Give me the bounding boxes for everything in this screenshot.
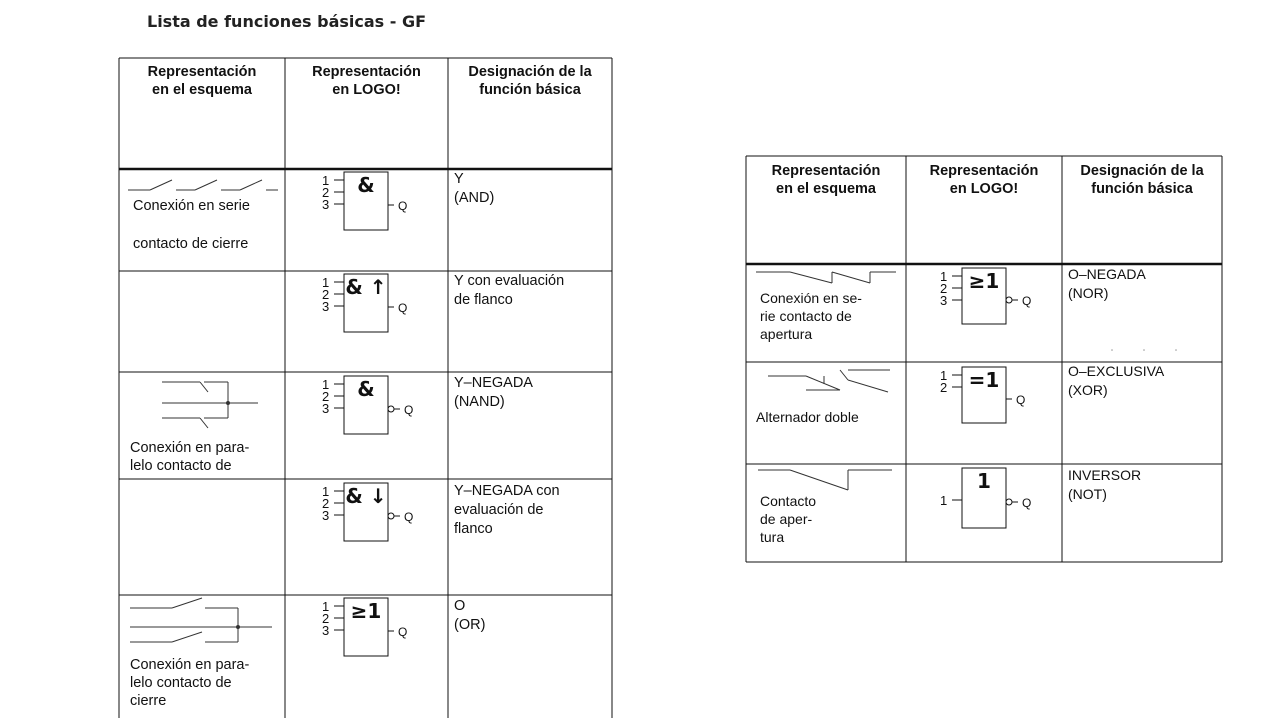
break-contact-schematic bbox=[758, 469, 892, 491]
t2-row2-input-label: 2 bbox=[940, 380, 947, 395]
t2-row3-block-body bbox=[961, 467, 1007, 529]
t1-row5-symbol: ≥1 bbox=[351, 599, 382, 623]
t1-row2-input-label: 3 bbox=[322, 299, 329, 314]
t1-row4-input-label: 2 bbox=[322, 496, 329, 511]
t2-row1-input-label: 3 bbox=[940, 293, 947, 308]
t1-row1-block-body bbox=[343, 171, 389, 231]
t1-row1-input-label: 2 bbox=[322, 185, 329, 200]
t1-row3-schematic-label: Conexión en para-lelo contacto de bbox=[130, 440, 250, 474]
double-changeover-schematic bbox=[768, 369, 890, 393]
t1-row2-input-label: 2 bbox=[322, 287, 329, 302]
t1-row3-function-name: Y–NEGADA(NAND) bbox=[454, 375, 533, 410]
t1-row5-input-label: 3 bbox=[322, 623, 329, 638]
t2-row2-block-body bbox=[961, 366, 1007, 424]
t2-row3-input-label: 1 bbox=[940, 493, 947, 508]
t2-row1-output-label: Q bbox=[1022, 294, 1031, 308]
t1-row3-negation-circle bbox=[387, 405, 395, 413]
t2-row2-function-name: O–EXCLUSIVA(XOR) bbox=[1068, 363, 1165, 398]
t1-row4-output-label: Q bbox=[404, 510, 413, 524]
t2-row1-input-label: 1 bbox=[940, 269, 947, 284]
t1-row2-symbol: & ↑ bbox=[345, 275, 386, 299]
t2-row3-function-name: INVERSOR(NOT) bbox=[1068, 467, 1142, 502]
t2-row2-symbol: =1 bbox=[969, 368, 1000, 392]
t1-row2-output-label: Q bbox=[398, 301, 407, 315]
t1-row1-output-label: Q bbox=[398, 199, 407, 213]
t1-row4-block-body bbox=[343, 482, 389, 542]
t1-row5-output-label: Q bbox=[398, 625, 407, 639]
t1-row1-symbol: & bbox=[357, 173, 374, 197]
t1-row4-input-label: 3 bbox=[322, 508, 329, 523]
t1-row2-input-label: 1 bbox=[322, 275, 329, 290]
t2-row2-output-label: Q bbox=[1016, 393, 1025, 407]
t1-row2-block-body bbox=[343, 273, 389, 333]
t2-row1-function-name: O–NEGADA(NOR) bbox=[1068, 266, 1146, 301]
t2-row1-input-label: 2 bbox=[940, 281, 947, 296]
t1-row5-input-label: 2 bbox=[322, 611, 329, 626]
t1-row3-input-label: 2 bbox=[322, 389, 329, 404]
t2-row2-input-label: 1 bbox=[940, 368, 947, 383]
t1-row4-input-label: 1 bbox=[322, 484, 329, 499]
series-make-contact-schematic bbox=[128, 179, 278, 191]
t1-row5-input-label: 1 bbox=[322, 599, 329, 614]
t2-row3-symbol: 1 bbox=[977, 469, 991, 493]
t1-row3-input-label: 3 bbox=[322, 401, 329, 416]
t2-row1-symbol: ≥1 bbox=[969, 269, 1000, 293]
t2-row2-schematic-label: Alternador doble bbox=[756, 409, 859, 425]
page-title: Lista de funciones básicas - GF bbox=[147, 12, 427, 31]
t1-row4-negation-circle bbox=[387, 512, 395, 520]
t2-row3-negation-circle bbox=[1005, 498, 1013, 506]
parallel-make-contact-schematic bbox=[130, 597, 272, 643]
t1-row3-input-label: 1 bbox=[322, 377, 329, 392]
table1-grid bbox=[118, 57, 613, 718]
t1-row3-output-label: Q bbox=[404, 403, 413, 417]
t1-row3-symbol: & bbox=[357, 377, 374, 401]
t1-row1-function-name: Y(AND) bbox=[454, 171, 495, 206]
t1-row3-block-body bbox=[343, 375, 389, 435]
t1-row4-symbol: & ↓ bbox=[345, 484, 386, 508]
t1-row5-function-name: O(OR) bbox=[454, 598, 486, 633]
t2-row1-negation-circle bbox=[1005, 296, 1013, 304]
t1-row5-block-body bbox=[343, 597, 389, 657]
t2-row3-output-label: Q bbox=[1022, 496, 1031, 510]
t1-row1-input-label: 1 bbox=[322, 173, 329, 188]
series-break-contact-schematic bbox=[756, 271, 896, 284]
table2-grid bbox=[745, 155, 1223, 563]
t1-row1-input-label: 3 bbox=[322, 197, 329, 212]
t2-row1-block-body bbox=[961, 267, 1007, 325]
parallel-break-contact-schematic bbox=[162, 381, 258, 429]
